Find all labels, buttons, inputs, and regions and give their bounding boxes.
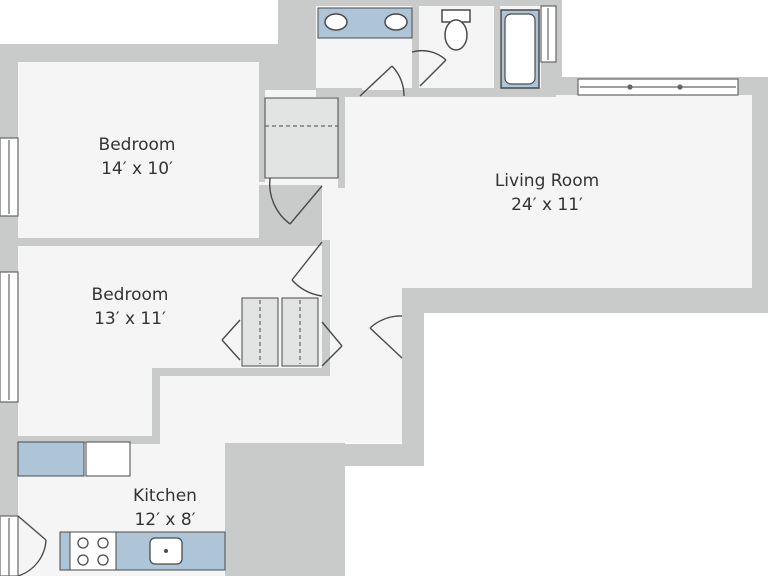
living-room-size: 24′ x 11′ <box>511 195 583 215</box>
wall-bath-bottom-2 <box>404 88 556 97</box>
door-toilet <box>411 49 447 87</box>
windows <box>0 5 739 576</box>
door-closet-right <box>321 321 343 367</box>
toilet-icon <box>444 19 468 51</box>
door-bath-main <box>359 65 405 97</box>
wall-closet1-right <box>338 90 345 188</box>
door-entry <box>369 315 403 359</box>
wall-kitchen-top <box>18 436 160 444</box>
closet-bedroom-1 <box>264 97 339 179</box>
wall-bedroom-divider <box>18 238 322 246</box>
bedroom-2-size: 13′ x 11′ <box>94 309 166 329</box>
bedroom-1-size: 14′ x 10′ <box>101 159 173 179</box>
sink-icon <box>324 13 348 31</box>
wall-bedroom1-right <box>259 62 265 182</box>
door-kitchen <box>17 515 47 576</box>
door-closet-left <box>221 319 241 361</box>
refrigerator-icon <box>85 441 131 477</box>
wall-kitchen-right-2 <box>225 444 246 576</box>
wall-bed2-right <box>322 240 330 370</box>
kitchen-counter-top <box>17 441 85 477</box>
room-labels: Bedroom 14′ x 10′ Bedroom 13′ x 11′ Livi… <box>92 135 600 530</box>
wall-kitchen-right <box>225 444 424 466</box>
partitions <box>18 6 556 444</box>
bedroom-2-name: Bedroom <box>92 285 169 305</box>
wall-bed2-bottom-2 <box>152 368 160 438</box>
sink-icon <box>384 13 408 31</box>
wall-bath-divider <box>412 6 419 88</box>
closets <box>241 97 339 367</box>
kitchen-fixtures <box>17 441 226 571</box>
bath-fixtures <box>317 7 540 89</box>
wall-bed2-bottom <box>152 368 330 376</box>
kitchen-size: 12′ x 8′ <box>134 510 195 530</box>
wall-living-bottom <box>402 288 768 313</box>
floor-bedroom-2 <box>18 246 322 436</box>
door-bedroom-2 <box>291 241 323 297</box>
floor-bedroom-1 <box>18 62 259 239</box>
doors <box>17 49 447 576</box>
wall-bath-divider-2 <box>494 6 500 88</box>
wall-hall-right <box>402 288 424 466</box>
living-room-name: Living Room <box>495 171 599 191</box>
stove-icon <box>69 531 117 571</box>
wall-bath-bottom <box>316 88 362 97</box>
kitchen-name: Kitchen <box>133 486 197 506</box>
door-bedroom-1 <box>268 177 323 225</box>
bedroom-1-name: Bedroom <box>99 135 176 155</box>
floor-living <box>160 95 752 443</box>
